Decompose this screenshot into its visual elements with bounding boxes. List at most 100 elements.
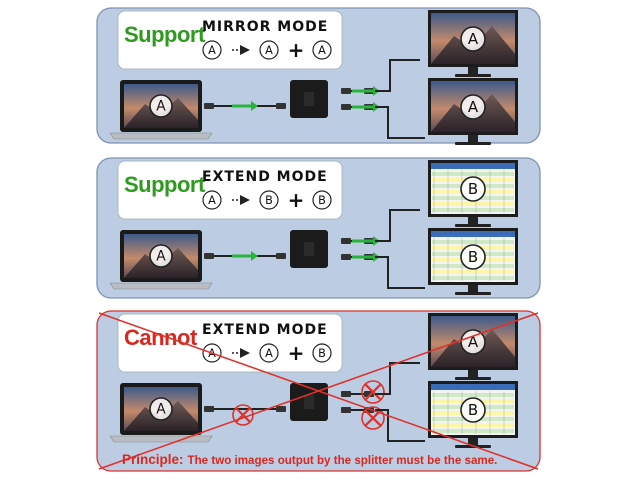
mode-title: EXTEND MODE [202, 169, 328, 185]
laptop-base [109, 282, 213, 290]
laptop: A [109, 80, 213, 140]
formula-left-circle-letter: A [265, 347, 273, 360]
status-label: Cannot [124, 325, 198, 350]
formula-left-circle-letter: A [265, 44, 273, 57]
monitor-top-wallpaper [431, 329, 515, 367]
formula-right-circle: A [312, 40, 332, 60]
output-cross-top-icon [361, 380, 385, 404]
monitor-bottom-label-letter: B [468, 401, 478, 419]
wire-to-bottom-monitor [375, 409, 425, 442]
monitor-bottom-neck [468, 285, 478, 292]
formula-left-circle: B [259, 190, 279, 210]
monitor-top-foot [455, 377, 491, 380]
splitter-box [290, 383, 328, 421]
monitor-top-neck [468, 217, 478, 224]
input-arrow [232, 101, 258, 111]
formula-right-circle-letter: B [318, 194, 326, 207]
big-cross-line-b [98, 312, 539, 470]
formula-left-circle-letter: B [265, 194, 273, 207]
mode-title: EXTEND MODE [202, 322, 328, 338]
formula-source-circle-letter: A [208, 44, 216, 57]
laptop: A [109, 230, 213, 290]
laptop-wallpaper [124, 401, 198, 431]
wire-to-top-monitor [375, 362, 420, 395]
laptop: A [109, 383, 213, 443]
principle-lead: Principle: [122, 452, 184, 467]
monitor-bottom-label-letter: B [468, 248, 478, 266]
monitor-top-label: A [460, 26, 486, 52]
formula-right-circle-letter: A [318, 44, 326, 57]
laptop-wallpaper [124, 98, 198, 128]
monitor-top: B [428, 160, 518, 227]
formula-arrow-icon [232, 348, 250, 358]
monitor-top: A [428, 10, 518, 77]
monitor-top-foot [455, 74, 491, 77]
formula-right-circle-letter: B [318, 347, 326, 360]
monitor-top-titlebar [431, 163, 515, 169]
monitor-bottom: B [428, 381, 518, 448]
wire-to-bottom-monitor [375, 256, 425, 289]
monitor-bottom-label: A [460, 94, 486, 120]
laptop-to-splitter-cable [204, 406, 286, 412]
monitor-bottom-foot [455, 142, 491, 145]
monitor-top-foot [455, 224, 491, 227]
formula-plus: + [288, 38, 305, 62]
monitor-top-label-letter: A [468, 333, 479, 351]
formula-right-circle: B [312, 343, 332, 363]
formula-left-circle: A [259, 40, 279, 60]
monitor-bottom-titlebar [431, 231, 515, 237]
principle-text: The two images output by the splitter mu… [187, 454, 498, 467]
monitor-bottom-neck [468, 438, 478, 445]
laptop-screen-label: A [149, 94, 173, 118]
status-label: Support [124, 22, 206, 47]
laptop-screen-label-letter: A [156, 249, 166, 265]
monitor-bottom-titlebar [431, 384, 515, 390]
laptop-screen-label: A [149, 244, 173, 268]
formula-plus: + [288, 341, 305, 365]
laptop-screen-label: A [149, 397, 173, 421]
monitor-top-label-letter: A [468, 30, 479, 48]
monitor-top-label: B [460, 176, 486, 202]
wire-to-bottom-monitor [375, 106, 425, 139]
monitor-bottom-label: B [460, 244, 486, 270]
monitor-bottom-neck [468, 135, 478, 142]
monitor-top: A [428, 313, 518, 380]
formula-source-circle-letter: A [208, 194, 216, 207]
monitor-top-neck [468, 370, 478, 377]
mode-title: MIRROR MODE [202, 19, 328, 35]
input-arrow [232, 251, 258, 261]
monitor-bottom: B [428, 228, 518, 295]
splitter-box [290, 80, 328, 118]
formula-source-circle: A [202, 40, 222, 60]
status-label: Support [124, 172, 206, 197]
formula-left-circle: A [259, 343, 279, 363]
monitor-bottom: A [428, 78, 518, 145]
monitor-top-neck [468, 67, 478, 74]
principle-caption: Principle:The two images output by the s… [122, 452, 592, 470]
formula-plus: + [288, 188, 305, 212]
monitor-top-label: A [460, 329, 486, 355]
monitor-bottom-label-letter: A [468, 98, 479, 116]
laptop-wallpaper [124, 248, 198, 278]
laptop-screen-label-letter: A [156, 402, 166, 418]
formula-arrow-icon [232, 45, 250, 55]
wire-to-top-monitor [375, 209, 420, 242]
laptop-base [109, 435, 213, 443]
monitor-top-label-letter: B [468, 180, 478, 198]
formula-right-circle: B [312, 190, 332, 210]
formula-source-circle: A [202, 190, 222, 210]
monitor-bottom-foot [455, 292, 491, 295]
monitor-bottom-wallpaper [431, 94, 515, 132]
monitor-top-wallpaper [431, 26, 515, 64]
monitor-bottom-label: B [460, 397, 486, 423]
wire-to-top-monitor [375, 59, 420, 92]
splitter-box [290, 230, 328, 268]
laptop-screen-label-letter: A [156, 99, 166, 115]
